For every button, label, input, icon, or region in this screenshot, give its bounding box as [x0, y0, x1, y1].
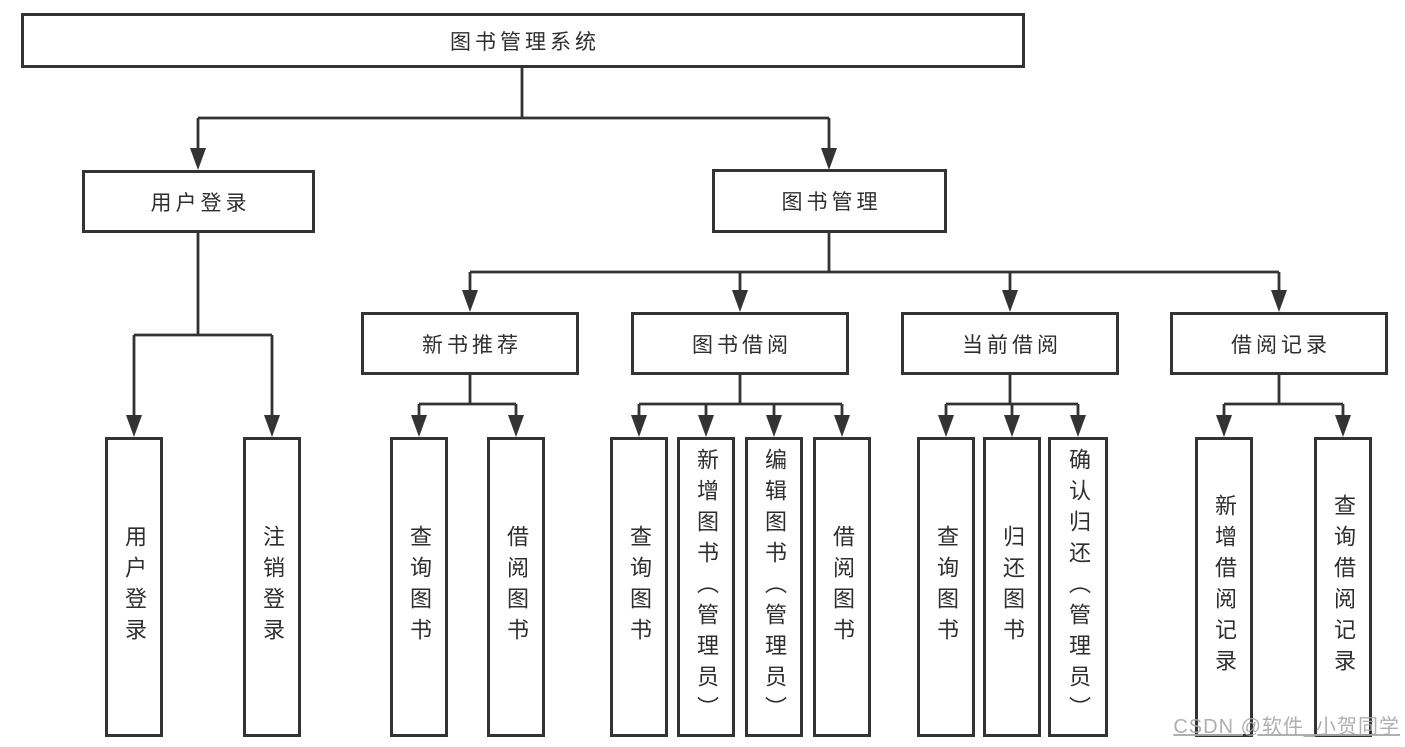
node-label: 新书推荐 [422, 333, 522, 357]
leaf-label: 查询借阅记录 [1331, 494, 1356, 680]
node-book-management: 图书管理 [712, 169, 947, 233]
leaf-confirm-return-admin: 确认归还（管理员） [1048, 437, 1108, 737]
node-label: 图书借阅 [692, 333, 792, 357]
node-label: 图书管理 [781, 191, 882, 214]
node-book-borrowing: 图书借阅 [631, 312, 849, 375]
node-label: 借阅记录 [1231, 333, 1331, 357]
leaf-borrow-books: 借阅图书 [813, 437, 871, 737]
leaf-query-books: 查询图书 [390, 437, 448, 737]
node-library-management-system: 图书管理系统 [21, 13, 1025, 68]
leaf-add-borrow-record: 新增借阅记录 [1195, 437, 1253, 737]
leaf-label: 借阅图书 [504, 525, 529, 649]
node-borrowing-records: 借阅记录 [1170, 312, 1388, 375]
leaf-query-books: 查询图书 [917, 437, 975, 737]
node-label: 图书管理系统 [450, 30, 600, 54]
leaf-label: 新增图书（管理员） [694, 447, 719, 727]
leaf-logout: 注销登录 [243, 437, 301, 737]
leaf-query-books: 查询图书 [610, 437, 668, 737]
leaf-label: 确认归还（管理员） [1066, 447, 1091, 727]
leaf-add-books-admin: 新增图书（管理员） [677, 437, 735, 737]
leaf-label: 编辑图书（管理员） [762, 447, 787, 727]
node-current-borrowing: 当前借阅 [901, 312, 1119, 375]
leaf-label: 查询图书 [934, 525, 959, 649]
leaf-label: 归还图书 [1000, 525, 1025, 649]
node-label: 用户登录 [150, 191, 251, 215]
leaf-label: 查询图书 [627, 525, 652, 649]
arrowheads [126, 148, 1351, 437]
node-label: 当前借阅 [962, 333, 1062, 357]
leaf-edit-books-admin: 编辑图书（管理员） [745, 437, 803, 737]
leaf-borrow-books: 借阅图书 [487, 437, 545, 737]
leaf-label: 注销登录 [260, 525, 285, 649]
leaf-query-borrow-record: 查询借阅记录 [1314, 437, 1372, 737]
csdn-watermark: CSDN @软件_小贺同学 [1173, 716, 1400, 738]
leaf-user-login: 用户登录 [105, 437, 163, 737]
leaf-label: 用户登录 [122, 525, 147, 649]
leaf-return-books: 归还图书 [983, 437, 1041, 737]
node-user-login: 用户登录 [82, 170, 315, 233]
leaf-label: 新增借阅记录 [1212, 494, 1237, 680]
leaf-label: 查询图书 [407, 525, 432, 649]
leaf-label: 借阅图书 [830, 525, 855, 649]
node-new-book-recommendation: 新书推荐 [361, 312, 579, 375]
